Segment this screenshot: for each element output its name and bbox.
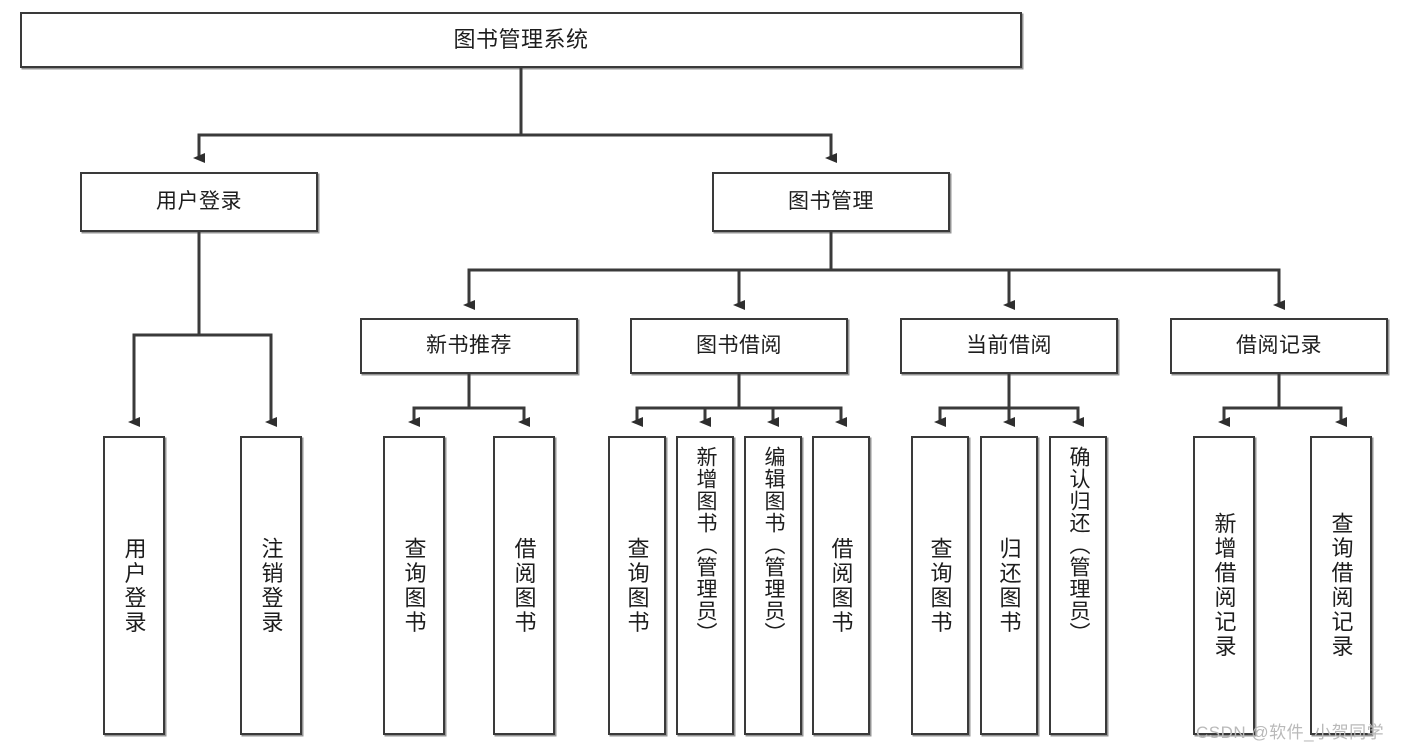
node-label: 借阅图书: [828, 536, 854, 635]
node-label: 查询借阅记录: [1328, 512, 1354, 659]
node-label: 编辑图书（管理员）: [762, 446, 786, 644]
node-label: 新增图书（管理员）: [694, 446, 718, 644]
node-book-borrow[interactable]: 图书借阅: [630, 318, 848, 374]
node-label: 借阅图书: [511, 536, 537, 635]
leaf-add-book-admin[interactable]: 新增图书（管理员）: [676, 436, 734, 735]
leaf-borrow-book[interactable]: 借阅图书: [812, 436, 870, 735]
node-label: 查询图书: [624, 536, 650, 635]
leaf-user-login[interactable]: 用户登录: [103, 436, 165, 735]
node-root-system[interactable]: 图书管理系统: [20, 12, 1022, 68]
node-label: 归还图书: [996, 536, 1022, 635]
leaf-confirm-return-admin[interactable]: 确认归还（管理员）: [1049, 436, 1107, 735]
node-label: 确认归还（管理员）: [1067, 446, 1091, 644]
node-new-book-recommend[interactable]: 新书推荐: [360, 318, 578, 374]
node-label: 图书管理系统: [453, 26, 589, 52]
node-label: 新增借阅记录: [1211, 512, 1237, 659]
leaf-query-book-borrow[interactable]: 查询图书: [608, 436, 666, 735]
leaf-query-book-recommend[interactable]: 查询图书: [383, 436, 445, 735]
node-book-management[interactable]: 图书管理: [712, 172, 950, 232]
leaf-add-borrow-record[interactable]: 新增借阅记录: [1193, 436, 1255, 735]
node-label: 图书借阅: [696, 334, 782, 358]
node-label: 用户登录: [156, 190, 242, 214]
node-borrow-record[interactable]: 借阅记录: [1170, 318, 1388, 374]
node-label: 新书推荐: [426, 334, 512, 358]
node-user-login[interactable]: 用户登录: [80, 172, 318, 232]
node-label: 当前借阅: [966, 334, 1052, 358]
leaf-borrow-book-recommend[interactable]: 借阅图书: [493, 436, 555, 735]
leaf-edit-book-admin[interactable]: 编辑图书（管理员）: [744, 436, 802, 735]
leaf-query-book-current[interactable]: 查询图书: [911, 436, 969, 735]
node-label: 借阅记录: [1236, 334, 1322, 358]
leaf-return-book[interactable]: 归还图书: [980, 436, 1038, 735]
leaf-query-borrow-record[interactable]: 查询借阅记录: [1310, 436, 1372, 735]
node-label: 查询图书: [927, 536, 953, 635]
node-label: 查询图书: [401, 536, 427, 635]
node-current-borrow[interactable]: 当前借阅: [900, 318, 1118, 374]
node-label: 注销登录: [258, 536, 284, 635]
node-label: 图书管理: [788, 190, 874, 214]
leaf-logout[interactable]: 注销登录: [240, 436, 302, 735]
node-label: 用户登录: [121, 536, 147, 635]
csdn-watermark: CSDN @软件_小贺同学: [1196, 723, 1385, 742]
